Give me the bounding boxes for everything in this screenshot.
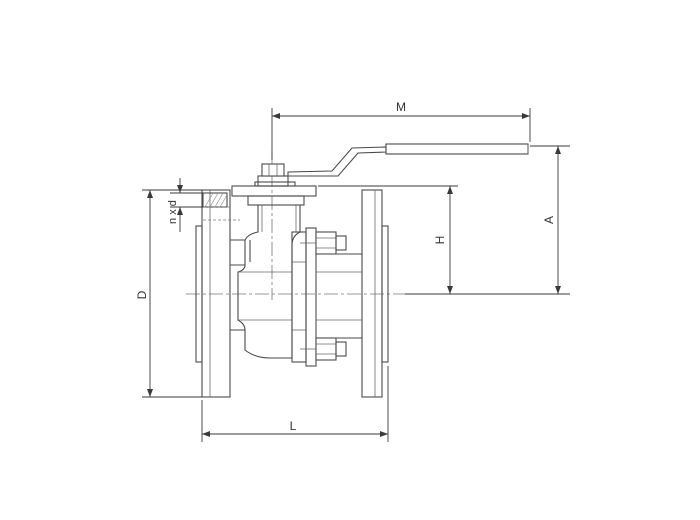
handle-lever [287,143,529,177]
valve-body [230,204,301,359]
dimension-A: A [405,145,570,295]
stem-assembly [231,163,317,206]
right-flange [361,189,389,398]
dimension-M-label: M [396,100,406,114]
dimension-L-label: L [290,419,297,433]
dimension-D-label: D [135,290,149,299]
dimension-L: L [201,366,389,442]
lower-bolt [300,337,347,361]
right-end-cap [316,253,362,339]
left-flange [195,189,240,398]
dimension-nxd: n x d [167,178,203,232]
dimension-M: M [271,100,531,160]
dimension-D: D [135,189,202,398]
dimension-nxd-label: n x d [167,200,179,224]
dimension-A-label: A [542,216,556,224]
dimension-H: H [318,185,458,294]
dimension-H-label: H [433,236,447,245]
upper-bolt [300,231,347,255]
body-joint [291,227,317,367]
